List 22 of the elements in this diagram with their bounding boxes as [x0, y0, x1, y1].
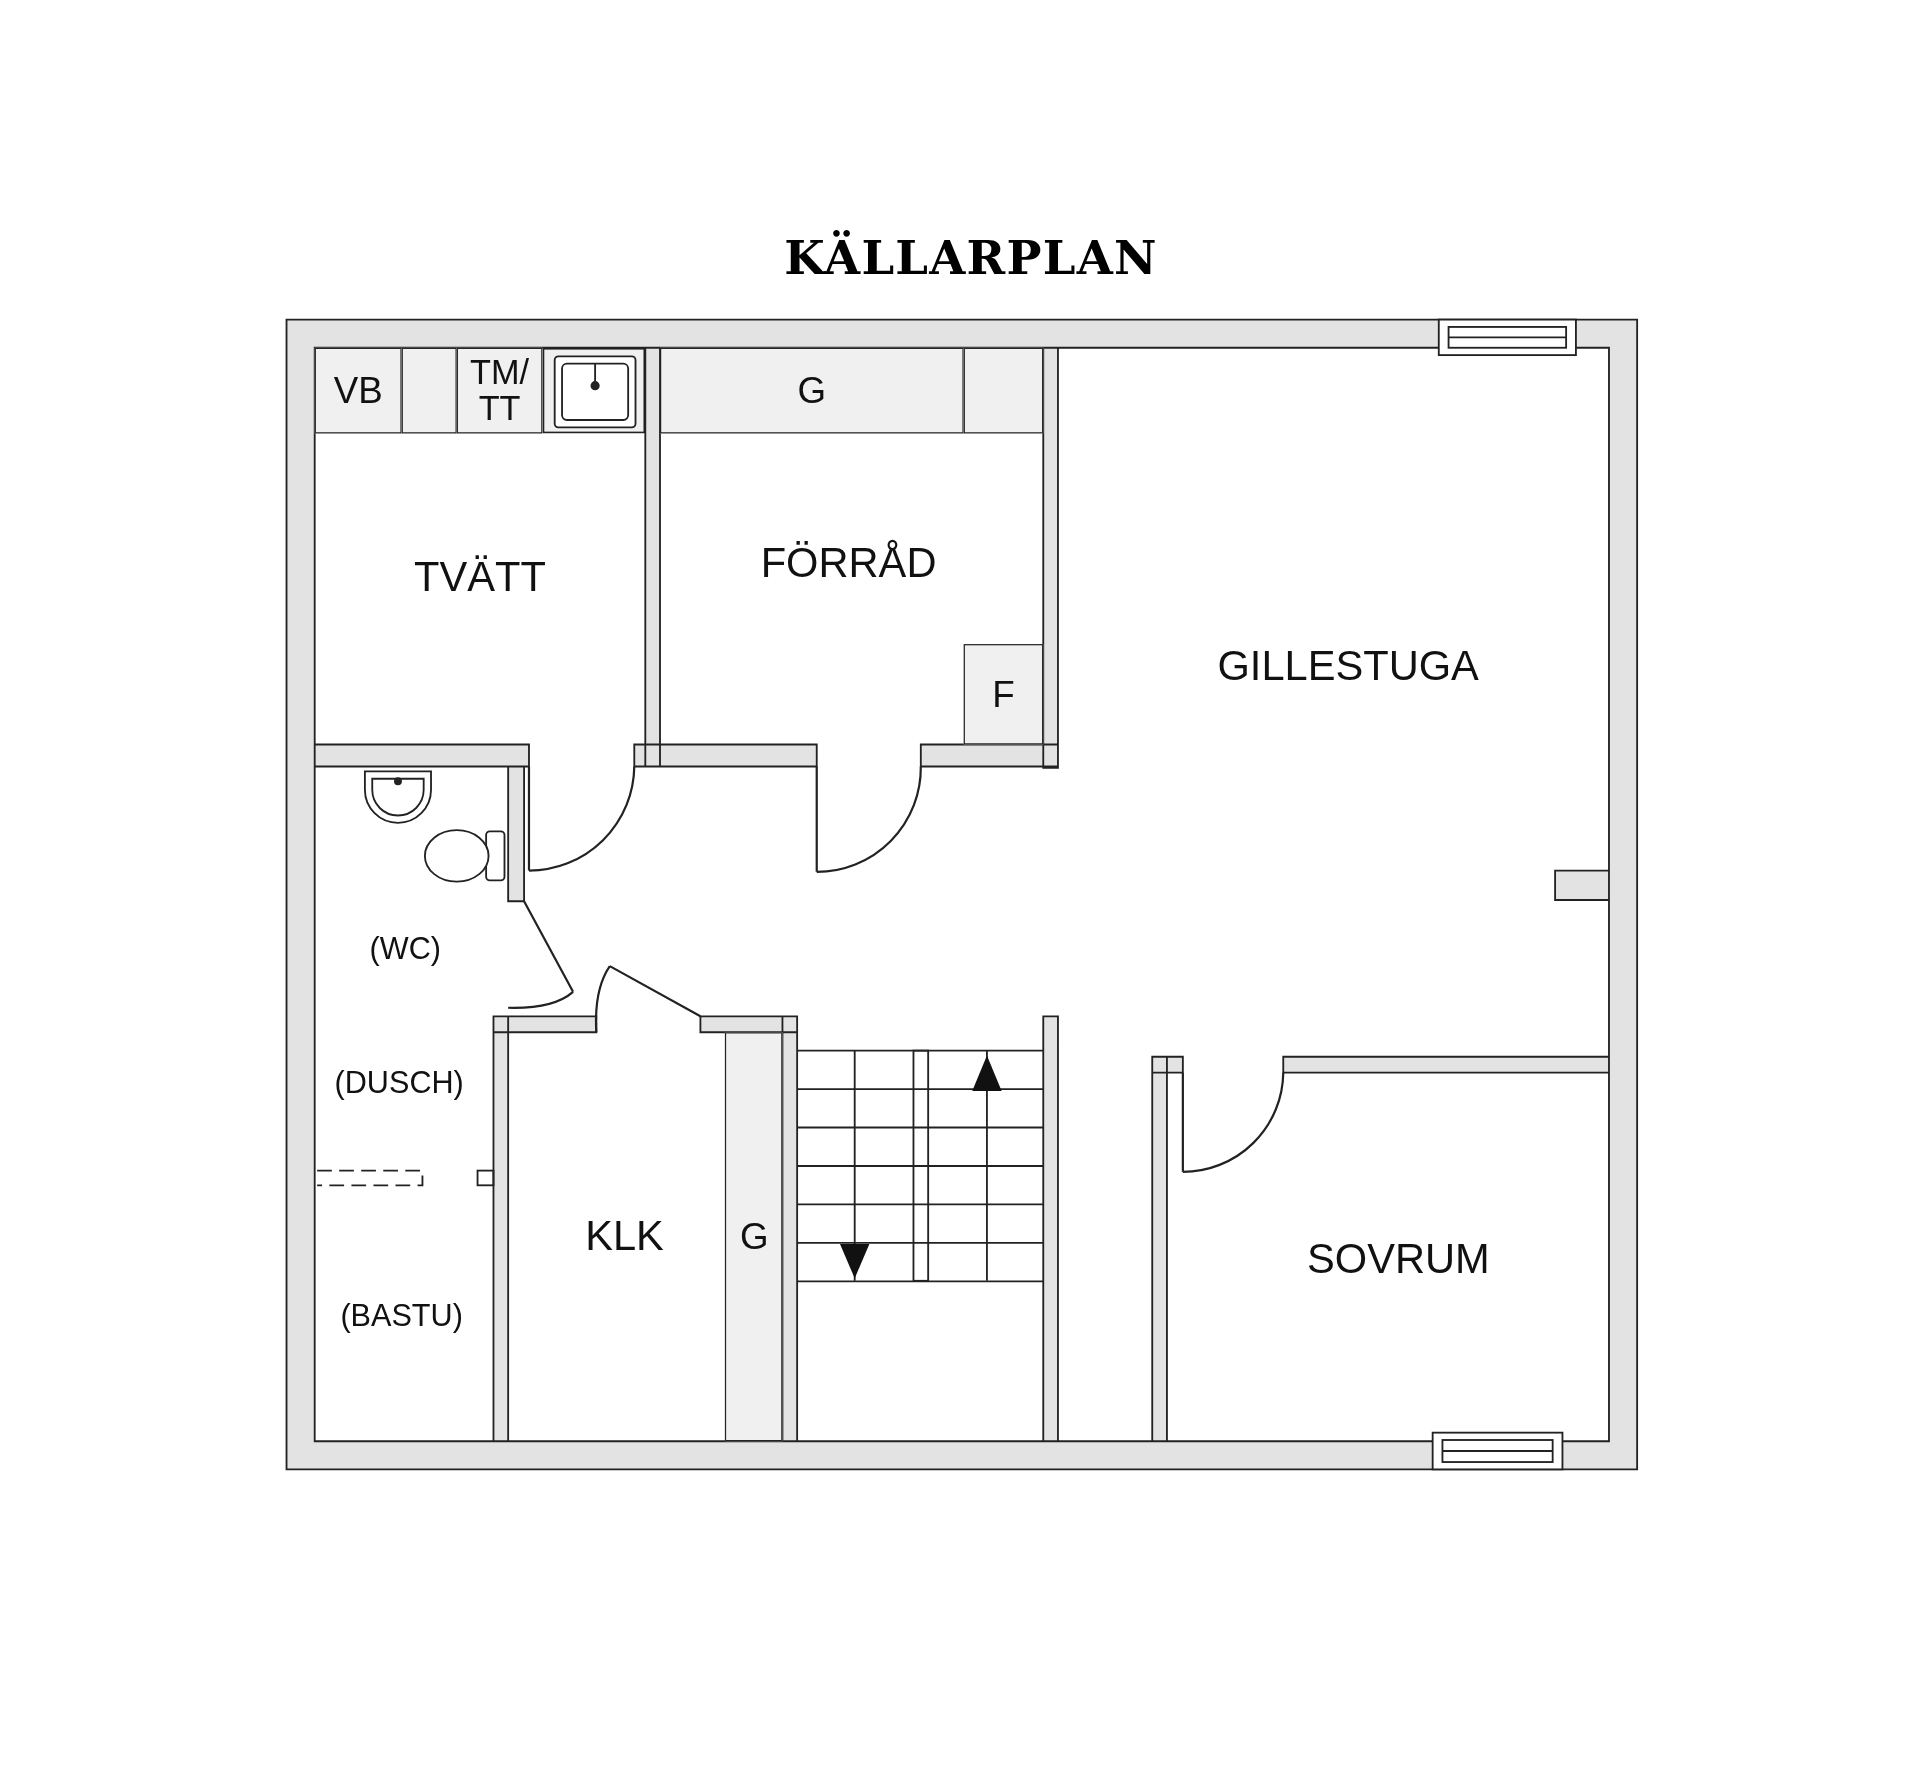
room-floor: [660, 347, 1044, 745]
room-label: VB: [333, 372, 383, 409]
room-label: FÖRRÅD: [760, 541, 937, 583]
room-label: (BASTU): [340, 1299, 463, 1331]
cabinet: [401, 347, 457, 434]
room-label: F: [992, 675, 1015, 713]
fixture-box: [963, 644, 1044, 745]
fixture-box: [314, 347, 402, 434]
fixture-box: [724, 1032, 783, 1442]
room-label: (DUSCH): [334, 1067, 464, 1098]
fixture-box: [660, 347, 964, 434]
room-label: SOVRUM: [1307, 1237, 1490, 1280]
room-label: KLK: [585, 1214, 664, 1257]
room-label: G: [797, 372, 827, 409]
room-label: GILLESTUGA: [1217, 644, 1479, 686]
fixture-box: [456, 347, 543, 434]
room-label: TVÄTT: [414, 555, 546, 598]
room-label: G: [740, 1218, 769, 1256]
plan-title: KÄLLARPLAN: [784, 229, 1158, 285]
room-label: (WC): [369, 933, 441, 965]
room-label: TM/ TT: [470, 354, 530, 427]
cabinet: [963, 347, 1044, 434]
